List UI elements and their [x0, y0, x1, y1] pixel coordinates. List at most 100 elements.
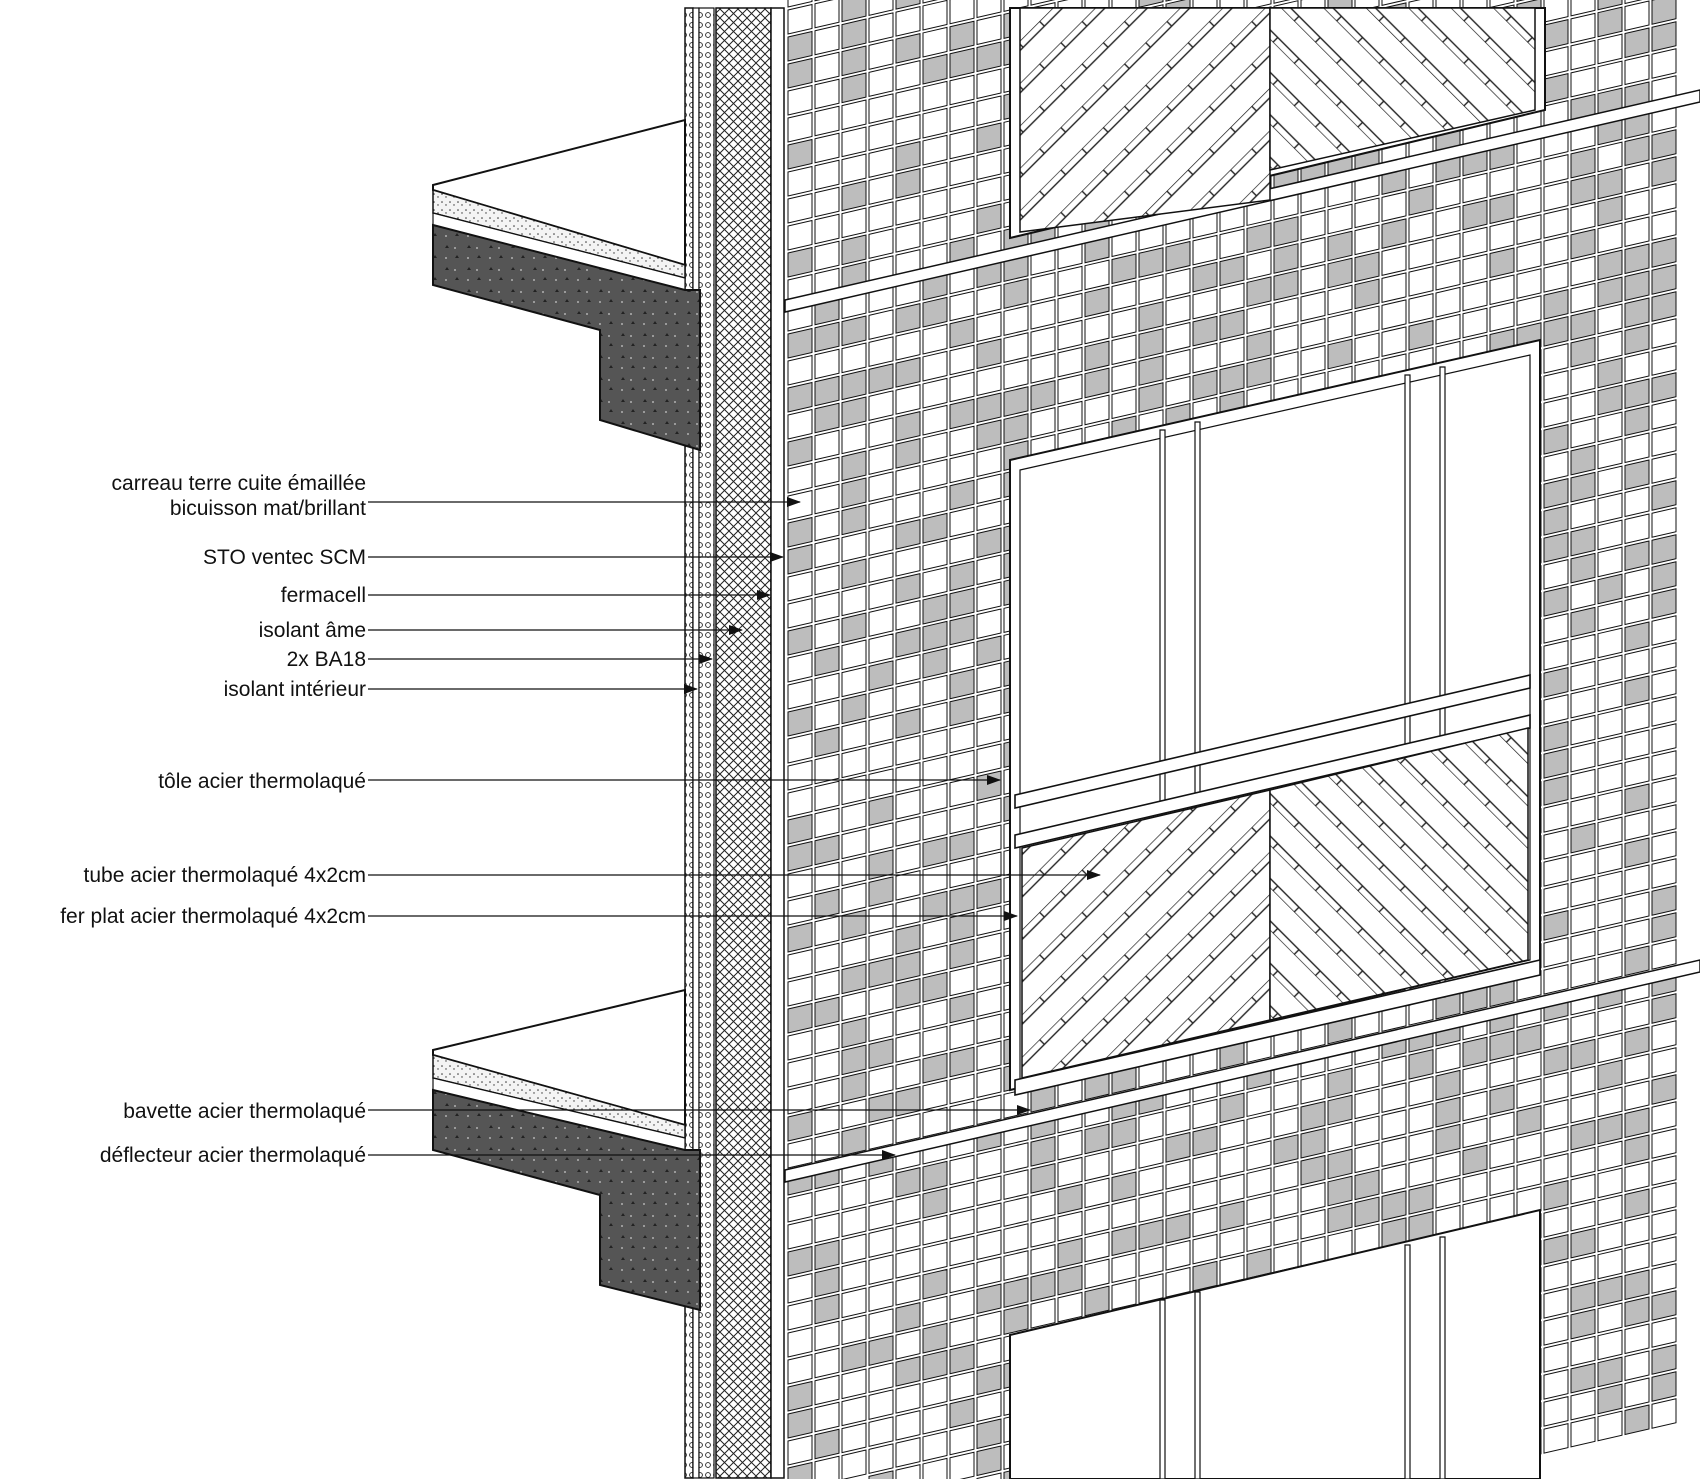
facade-tile — [949, 290, 975, 322]
facade-tile — [1543, 1287, 1569, 1319]
facade-tile — [787, 1056, 813, 1088]
facade-tile — [922, 1106, 948, 1138]
facade-tile — [1300, 344, 1326, 376]
facade-tile — [841, 1098, 867, 1130]
top-grille-left — [1019, 7, 1271, 233]
facade-tile — [1057, 1210, 1083, 1242]
facade-tile — [895, 492, 921, 523]
facade-tile — [868, 579, 894, 610]
facade-tile — [1651, 777, 1677, 808]
facade-tile — [1057, 346, 1083, 378]
facade-tile — [868, 957, 894, 988]
facade-tile — [1597, 1113, 1623, 1145]
facade-tile — [1651, 1182, 1677, 1213]
facade-tile — [949, 1316, 975, 1348]
facade-tile — [814, 888, 840, 920]
facade-tile — [814, 537, 840, 569]
facade-tile — [1516, 1105, 1542, 1136]
facade-tile — [1651, 993, 1677, 1024]
facade-tile — [814, 780, 840, 812]
facade-tile — [1543, 531, 1569, 563]
facade-tile — [1300, 317, 1326, 349]
facade-tile — [1570, 741, 1596, 773]
facade-tile — [1003, 1250, 1029, 1281]
facade-tile — [1165, 1104, 1191, 1136]
facade-tile — [868, 336, 894, 367]
facade-tile — [949, 1397, 975, 1429]
facade-tile — [841, 1206, 867, 1238]
facade-tile — [895, 843, 921, 874]
facade-tile — [1111, 1252, 1137, 1284]
label-carreau: carreau terre cuite émaillée — [112, 472, 366, 495]
facade-tile — [949, 911, 975, 943]
facade-tile — [895, 627, 921, 658]
facade-tile — [1543, 1368, 1569, 1400]
facade-tile — [868, 228, 894, 259]
facade-tile — [1516, 1159, 1542, 1190]
facade-tile — [976, 959, 1002, 991]
facade-tile — [922, 1052, 948, 1084]
facade-tile — [1111, 1171, 1137, 1203]
facade-tile — [868, 417, 894, 448]
facade-tile — [949, 0, 975, 25]
facade-tile — [976, 1364, 1002, 1396]
facade-tile — [868, 903, 894, 934]
facade-tile — [949, 101, 975, 133]
facade-tile — [1624, 621, 1650, 653]
facade-tile — [922, 863, 948, 895]
facade-tile — [1516, 187, 1542, 218]
facade-tile — [1570, 1038, 1596, 1070]
facade-tile — [1624, 135, 1650, 167]
facade-tile — [1597, 1140, 1623, 1172]
facade-tile — [1597, 33, 1623, 65]
facade-tile — [1651, 939, 1677, 970]
facade-tile — [1597, 60, 1623, 92]
facade-tile — [787, 516, 813, 548]
label-ba18: 2x BA18 — [287, 648, 366, 671]
facade-tile — [787, 435, 813, 467]
facade-tile — [976, 824, 1002, 856]
facade-tile — [1624, 1026, 1650, 1058]
core-insulation-layer-a — [698, 7, 715, 1479]
facade-tile — [1570, 336, 1596, 368]
facade-tile — [976, 1256, 1002, 1288]
facade-tile — [1084, 313, 1110, 345]
facade-tile — [787, 1083, 813, 1115]
facade-tile — [814, 105, 840, 137]
facade-tile — [1651, 885, 1677, 916]
facade-tile — [868, 606, 894, 637]
facade-tile — [1246, 222, 1272, 254]
facade-tile — [787, 138, 813, 170]
facade-tile — [895, 762, 921, 793]
facade-tile — [1381, 245, 1407, 277]
facade-tile — [949, 749, 975, 781]
facade-tile — [976, 95, 1002, 127]
facade-tile — [1408, 1130, 1434, 1161]
facade-tile — [814, 996, 840, 1028]
facade-tile — [1597, 330, 1623, 362]
facade-tile — [787, 1137, 813, 1169]
facade-tile — [922, 1403, 948, 1435]
facade-tile — [976, 689, 1002, 721]
facade-tile — [1597, 357, 1623, 389]
facade-tile — [922, 674, 948, 706]
facade-tile — [1543, 1125, 1569, 1157]
facade-tile — [922, 620, 948, 652]
facade-tile — [1516, 295, 1542, 326]
facade-tile — [868, 0, 894, 16]
facade-tile — [1057, 1264, 1083, 1296]
facade-tile — [1354, 332, 1380, 364]
facade-tile — [1192, 1125, 1218, 1157]
facade-tile — [895, 1383, 921, 1414]
facade-tile — [1300, 1154, 1326, 1186]
facade-tile — [1597, 816, 1623, 848]
facade-tile — [868, 660, 894, 691]
facade-tile — [787, 597, 813, 629]
facade-tile — [814, 915, 840, 947]
facade-tile — [787, 1191, 813, 1223]
facade-tile — [1597, 249, 1623, 281]
facade-tile — [787, 246, 813, 278]
facade-tile — [814, 1212, 840, 1244]
facade-tile — [949, 1181, 975, 1213]
facade-tile — [1597, 1356, 1623, 1388]
